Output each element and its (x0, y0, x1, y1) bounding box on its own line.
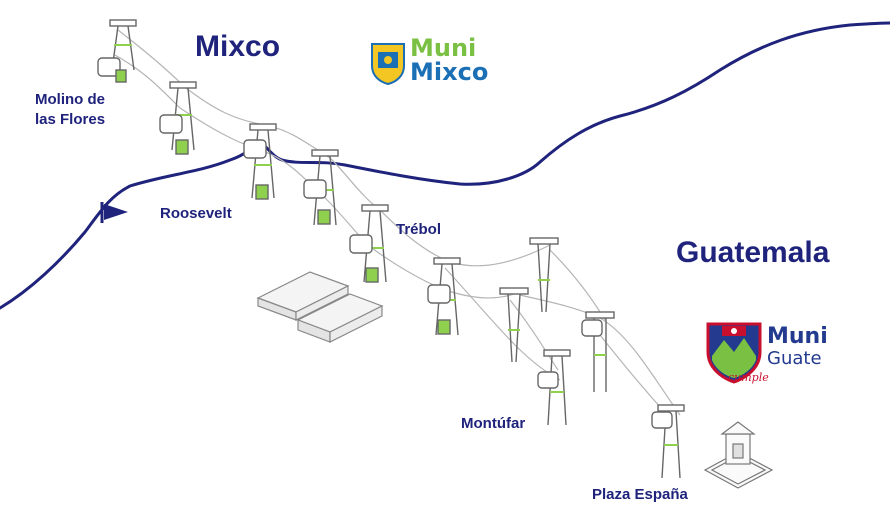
tower-montufar (537, 349, 571, 426)
region-label-guatemala: Guatemala (676, 236, 830, 269)
muni-mixco-logo-line2: Mixco (410, 58, 489, 86)
tower-molino-2 (159, 81, 197, 155)
muni-guate-logo-tagline: cumple (728, 371, 769, 384)
tower-molino (97, 19, 137, 83)
station-label-montufar: Montúfar (461, 415, 526, 432)
tower-mid-3 (581, 311, 615, 392)
muni-guate-logo-line1: Muni (767, 324, 828, 349)
municipal-border-line (0, 21, 890, 310)
tower-mid-1 (529, 237, 559, 313)
tower-plaza-espana (651, 404, 685, 479)
tower-roosevelt-2 (303, 149, 339, 226)
muni-mixco-logo-line1: Muni (410, 34, 477, 62)
station-label-molino-line2: las Flores (35, 111, 106, 128)
building-2 (296, 293, 384, 343)
border-marker-icon (100, 202, 128, 223)
station-label-trebol: Trébol (396, 221, 442, 238)
plaza-espana-monument-icon (703, 421, 774, 489)
tower-roosevelt (243, 123, 277, 200)
station-label-plaza-espana: Plaza España (592, 486, 688, 503)
station-label-roosevelt: Roosevelt (160, 205, 232, 222)
region-label-mixco: Mixco (195, 30, 281, 63)
muni-mixco-shield-icon (371, 43, 405, 86)
station-label-molino-line1: Molino de (35, 91, 105, 108)
building-1 (256, 271, 350, 321)
muni-guate-shield-icon (706, 322, 762, 384)
muni-guate-logo-line2: Guate (767, 348, 822, 369)
tower-mid-2 (499, 287, 529, 363)
tower-trebol-2 (427, 257, 461, 336)
tower-trebol (349, 204, 389, 283)
